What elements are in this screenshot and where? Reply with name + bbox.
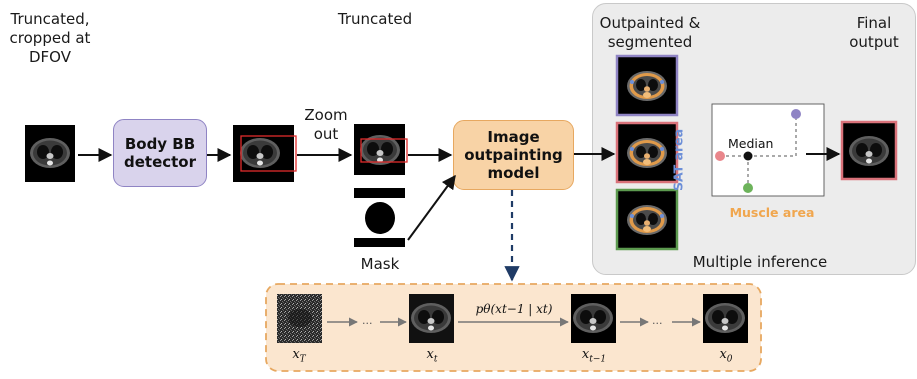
ellipsis-2: ... bbox=[652, 314, 663, 327]
label-xT: xT bbox=[292, 347, 306, 365]
bounding-box bbox=[240, 135, 297, 172]
ct-input-slice bbox=[30, 138, 70, 168]
label-xt-minus-1: xt−1 bbox=[581, 347, 607, 365]
point-purple bbox=[791, 109, 801, 119]
label-xt: xt bbox=[426, 347, 438, 365]
muscle-area-label: Muscle area bbox=[729, 205, 815, 220]
diffusion-panel bbox=[265, 283, 762, 372]
point-green bbox=[743, 183, 753, 193]
median-point bbox=[743, 151, 753, 161]
label-x0: x0 bbox=[719, 347, 733, 365]
ct-detected-slice bbox=[240, 138, 280, 168]
body-bb-detector-box: Body BB detector bbox=[113, 119, 207, 187]
label-outpainted-segmented: Outpainted & segmented bbox=[599, 14, 701, 51]
detector-label: Body BB detector bbox=[123, 135, 197, 171]
ellipsis-1: ... bbox=[362, 314, 373, 327]
label-zoom-out: Zoom out bbox=[304, 106, 348, 143]
median-label: Median bbox=[728, 136, 774, 151]
zoom-bounding-box bbox=[360, 138, 408, 163]
sat-area-label: SAT area bbox=[670, 128, 686, 192]
label-truncated: Truncated bbox=[337, 10, 413, 28]
arrow-mask bbox=[407, 174, 456, 241]
point-red bbox=[715, 151, 725, 161]
label-mask: Mask bbox=[360, 255, 400, 273]
sat-muscle-plot bbox=[711, 103, 825, 197]
label-final-output: Final output bbox=[849, 14, 899, 51]
model-label: Image outpainting model bbox=[464, 128, 563, 182]
label-multiple-inference: Multiple inference bbox=[692, 253, 828, 271]
transition-label: pθ(xt−1 | xt) bbox=[475, 302, 553, 316]
image-outpainting-model-box: Image outpainting model bbox=[453, 120, 574, 190]
label-truncated-cropped: Truncated, cropped at DFOV bbox=[9, 10, 91, 66]
